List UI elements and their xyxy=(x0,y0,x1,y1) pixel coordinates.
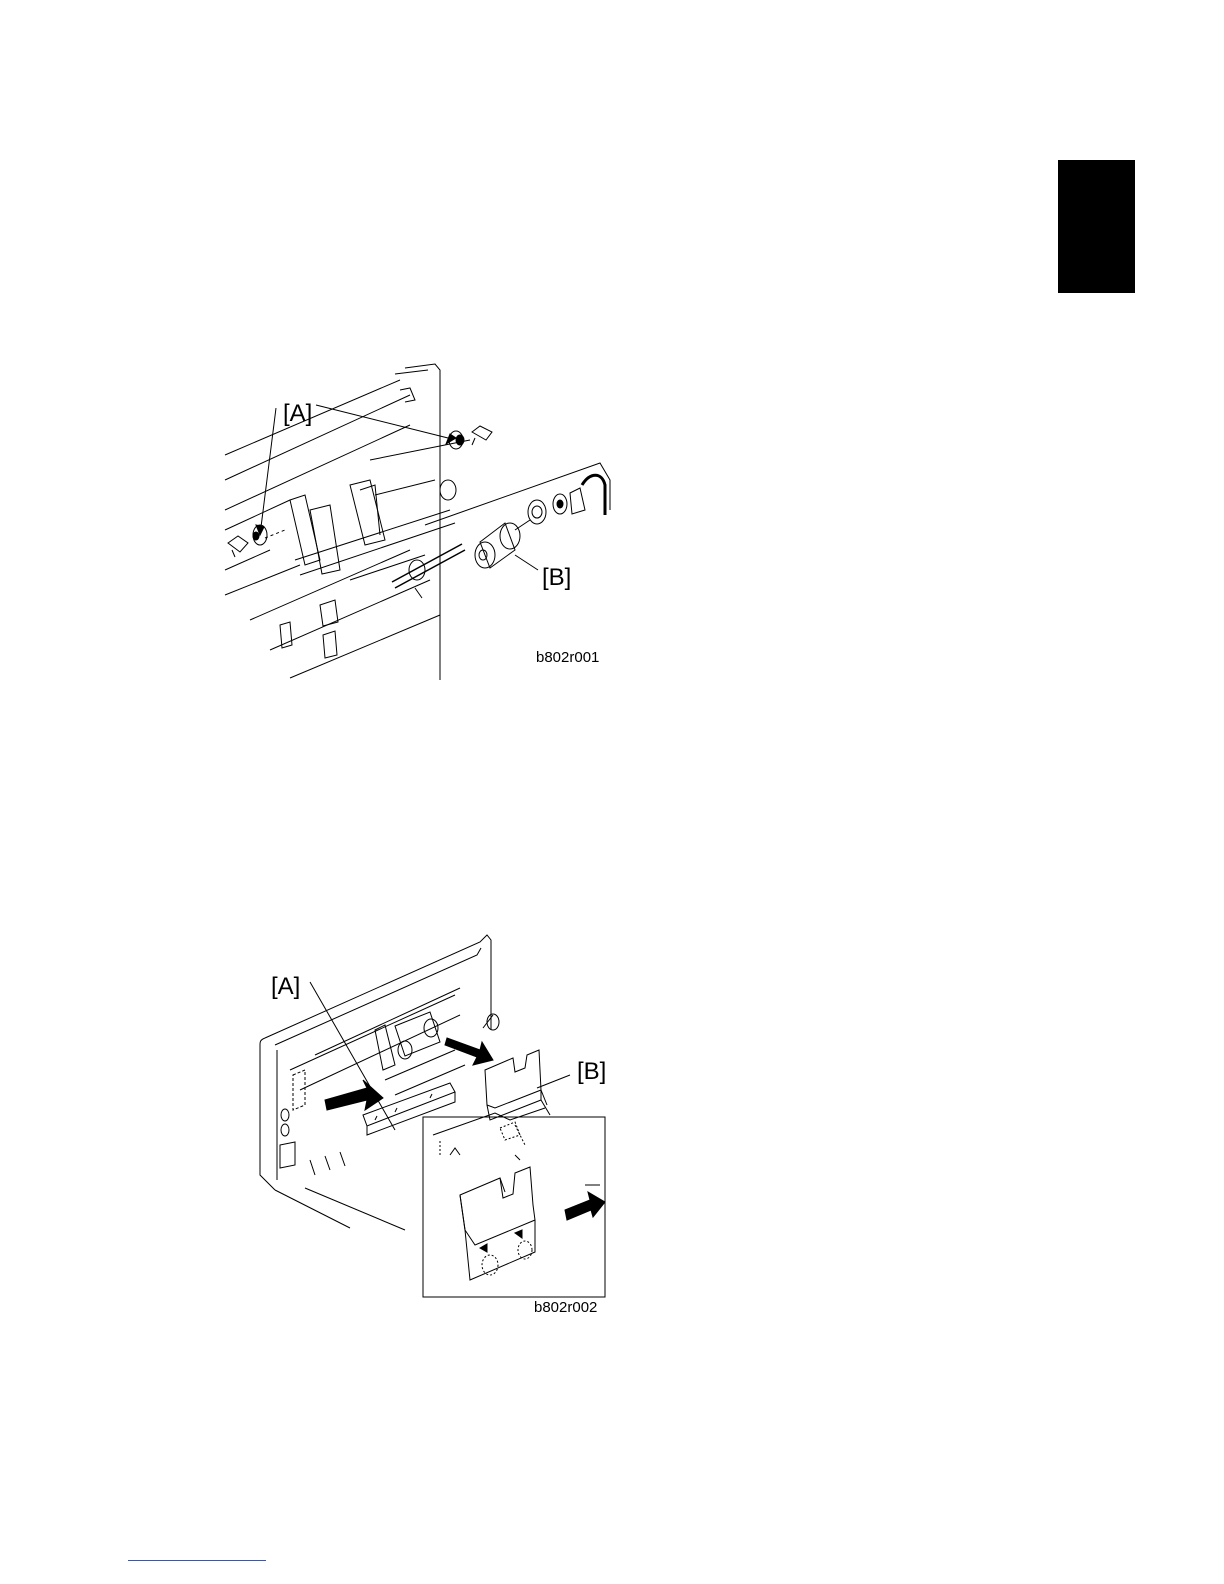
figure-1-illustration xyxy=(210,360,620,685)
figure-2-code: b802r002 xyxy=(534,1300,597,1315)
figure-2-illustration xyxy=(255,930,615,1300)
figure-2-callout-a: [A] xyxy=(271,975,300,999)
figure-1-code: b802r001 xyxy=(536,650,599,665)
figure-2-callout-b: [B] xyxy=(577,1060,606,1084)
figure-1-callout-a: [A] xyxy=(283,402,312,426)
figure-1-callout-b: [B] xyxy=(542,566,571,590)
footer-underline-link[interactable] xyxy=(128,1560,266,1561)
section-tab-marker xyxy=(1058,160,1135,293)
